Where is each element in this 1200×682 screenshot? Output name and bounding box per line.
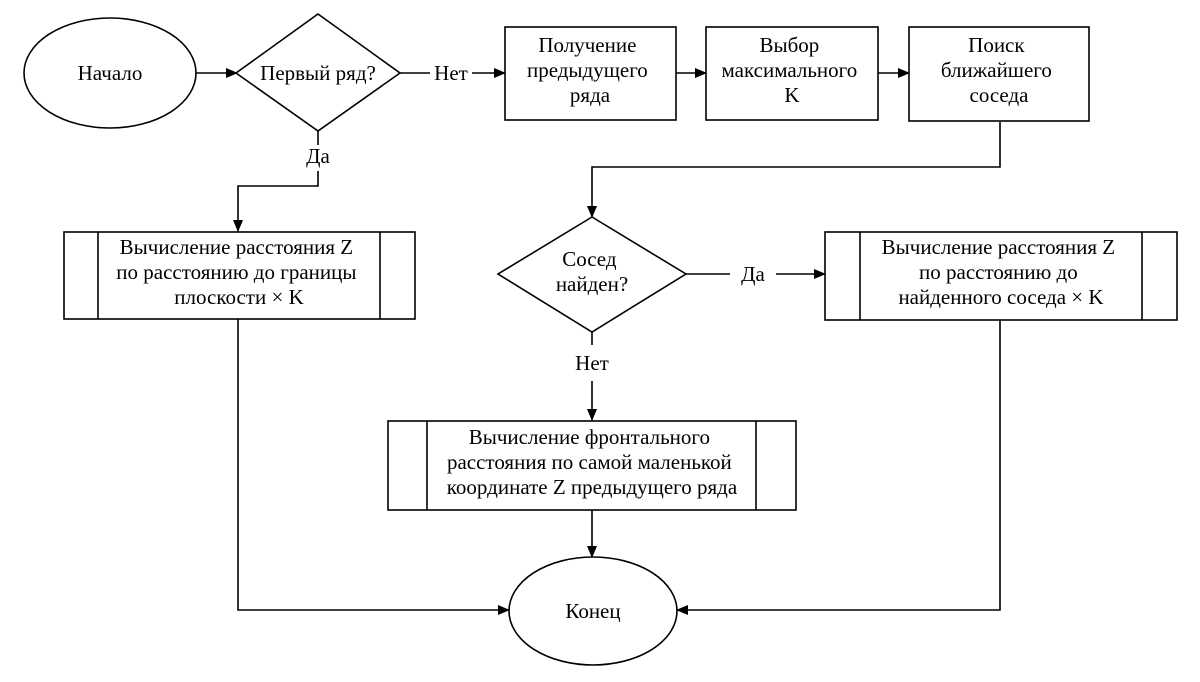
svg-text:Вычисление расстояния Z: Вычисление расстояния Z по расстоянию до… [882,235,1121,309]
svg-text:Сосед найден?: Сосед найден? [556,247,628,296]
get-prev-row-line-1: Получение [538,33,636,57]
svg-text:Выбор максимального: Выбор максимального K [722,33,863,107]
svg-text:Вычисление фронтального: Вычисление фронтального расстояния по са… [447,425,738,499]
calc-z-neighbor-line-2: по расстоянию до [919,260,1078,284]
calc-frontal-line-2: расстояния по самой маленькой [447,450,732,474]
svg-text:Получение предыдущего: Получение предыдущего ряда [527,33,653,107]
calc-z-boundary-line-1: Вычисление расстояния Z [120,235,353,259]
svg-text:Начало: Начало [78,61,143,85]
calc-frontal-line-1: Вычисление фронтального [469,425,710,449]
svg-text:Конец: Конец [565,599,620,623]
calc-z-neighbor-line-3: найденного соседа × K [898,285,1103,309]
max-k-line-3: K [784,83,799,107]
get-prev-row-line-2: предыдущего [527,58,648,82]
calc-frontal-line-3: координате Z предыдущего ряда [447,475,738,499]
start-label: Начало [78,61,143,85]
first-row-label: Первый ряд? [260,61,376,85]
find-neighbor-line-1: Поиск [968,33,1025,57]
edge-first-row-yes [233,171,319,232]
max-k-process: Выбор максимального K [705,26,879,121]
end-node: Конец [508,556,678,666]
find-neighbor-line-3: соседа [970,83,1030,107]
max-k-line-1: Выбор [759,33,819,57]
svg-text:Вычисление расстояния Z: Вычисление расстояния Z по расстоянию до… [116,235,361,309]
calc-z-boundary-line-2: по расстоянию до границы [116,260,356,284]
edge-find-neighbor-to-check [587,122,1001,218]
edge-boundary-to-end [237,319,510,615]
calc-z-neighbor-subprocess: Вычисление расстояния Z по расстоянию до… [824,231,1178,321]
svg-text:Поиск ближайшего с: Поиск ближайшего соседа [941,33,1057,107]
neighbor-found-line-1: Сосед [562,247,617,271]
calc-z-neighbor-line-1: Вычисление расстояния Z [882,235,1115,259]
neighbor-no-label: Нет [575,351,609,375]
edge-neighbor-calc-to-end [676,320,1001,615]
neighbor-found-line-2: найден? [556,272,628,296]
first-row-decision: Первый ряд? [234,13,402,132]
end-label: Конец [565,599,620,623]
calc-z-boundary-line-3: плоскости × K [174,285,303,309]
calc-z-boundary-subprocess: Вычисление расстояния Z по расстоянию до… [63,231,416,320]
find-neighbor-line-2: ближайшего [941,58,1052,82]
find-neighbor-process: Поиск ближайшего соседа [908,26,1090,122]
start-node: Начало [23,17,197,129]
neighbor-yes-label: Да [741,262,765,286]
first-row-no-label: Нет [434,61,468,85]
connectors [195,68,1001,615]
first-row-yes-label: Да [306,144,330,168]
get-prev-row-line-3: ряда [570,83,611,107]
neighbor-found-decision: Сосед найден? [496,216,688,333]
get-prev-row-process: Получение предыдущего ряда [504,26,677,121]
calc-frontal-subprocess: Вычисление фронтального расстояния по са… [387,420,797,511]
max-k-line-2: максимального [722,58,858,82]
svg-text:Первый ряд?: Первый ряд? [260,61,376,85]
